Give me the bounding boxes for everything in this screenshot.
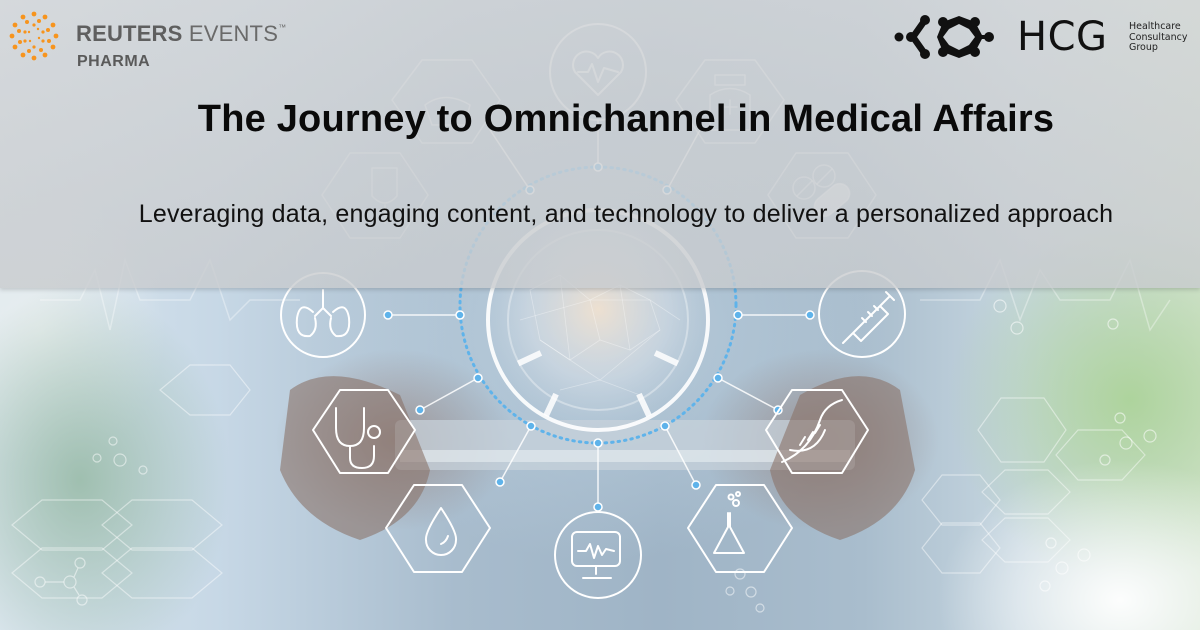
dna-helix-icon [765, 389, 869, 474]
page-title: The Journey to Omnichannel in Medical Af… [197, 98, 1055, 140]
blood-drop-icon [385, 484, 491, 573]
flask-icon [687, 484, 793, 573]
reuters-dot-ring-icon [9, 11, 59, 61]
reuters-division-label: PHARMA [77, 53, 151, 70]
monitor-ecg-icon [554, 511, 642, 599]
molecule-left [34, 436, 148, 606]
reuters-events-wordmark: REUTERS EVENTS™ [76, 21, 287, 46]
lungs-icon [280, 272, 366, 358]
hcg-tagline: Healthcare Consultancy Group [1129, 21, 1188, 53]
hcg-wordmark: HCG [1017, 14, 1108, 60]
header-overlay-band [0, 0, 1200, 288]
stethoscope-icon [312, 389, 416, 474]
hex-grid-left [11, 364, 251, 599]
page-subtitle: Leveraging data, engaging content, and t… [138, 200, 1114, 228]
hex-grid-right [921, 397, 1146, 574]
hcg-molecule-icon [894, 15, 994, 59]
reuters-events-pharma-logo: REUTERS EVENTS™ PHARMA [8, 10, 298, 72]
hands [280, 376, 915, 540]
molecule-center-right [725, 568, 765, 613]
hcg-logo: HCG Healthcare Consultancy Group [893, 12, 1193, 62]
molecule-right [993, 299, 1157, 592]
